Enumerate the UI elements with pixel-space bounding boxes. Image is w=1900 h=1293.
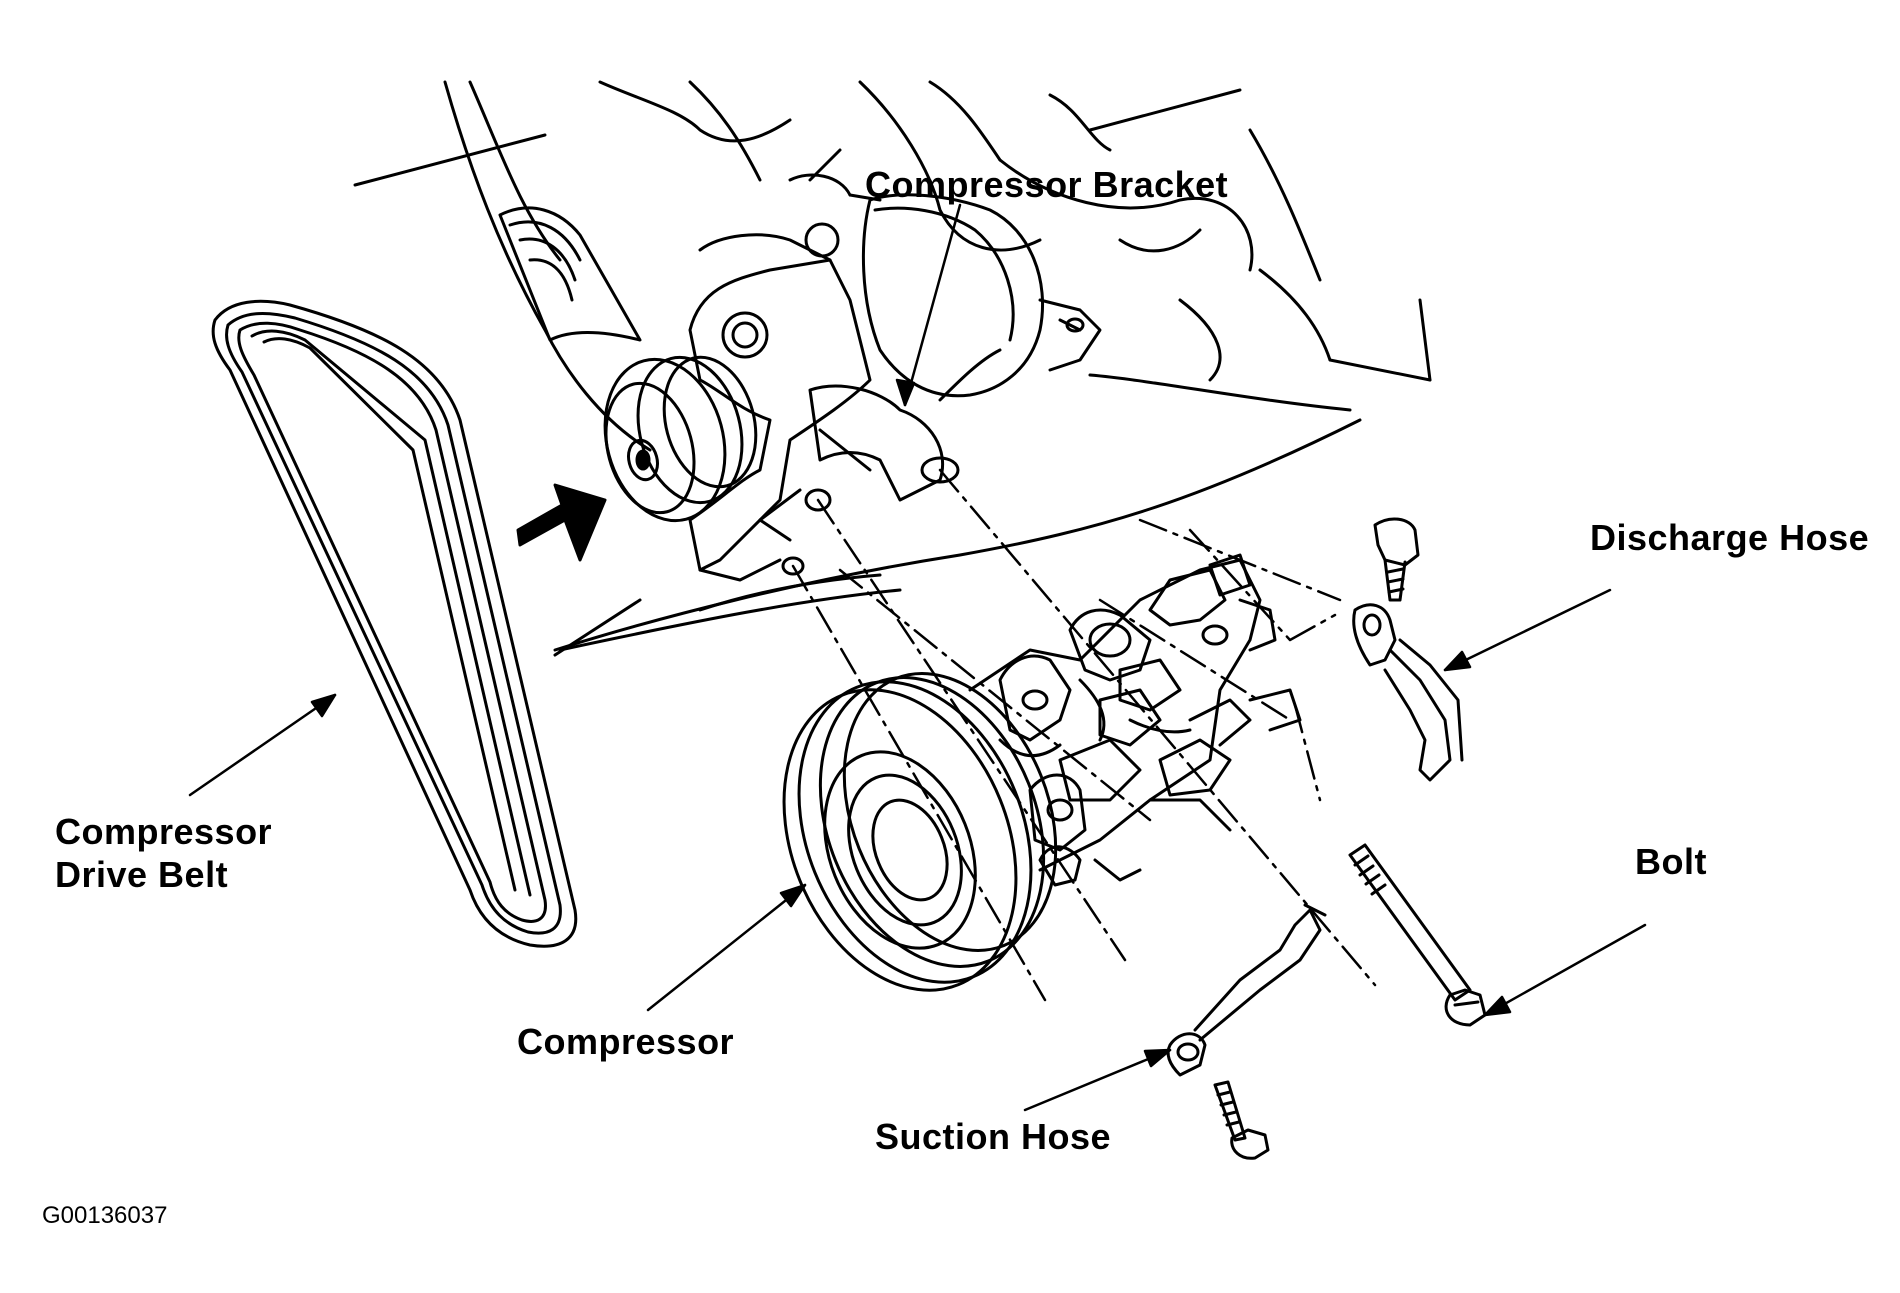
idler-pulley	[603, 355, 758, 523]
mounting-centerlines	[791, 468, 1377, 1002]
discharge-hose-bolt	[1373, 517, 1420, 602]
compressor	[782, 553, 1302, 992]
label-suction-hose: Suction Hose	[875, 1116, 1112, 1157]
label-drive-belt-line2: Drive Belt	[55, 854, 229, 895]
suction-hose-bolt	[1213, 1080, 1270, 1160]
direction-arrow	[516, 483, 607, 562]
mounting-bolt	[1348, 843, 1487, 1027]
label-compressor-bracket: Compressor Bracket	[865, 164, 1229, 205]
discharge-hose	[1352, 603, 1464, 782]
label-bolt: Bolt	[1635, 841, 1707, 882]
figure-code: G00136037	[42, 1202, 168, 1229]
compressor-bracket	[688, 148, 1102, 582]
leader-lines	[188, 203, 1647, 1112]
engine-block	[353, 80, 1432, 657]
label-discharge-hose: Discharge Hose	[1590, 517, 1870, 558]
crank-pulley	[498, 206, 642, 342]
label-compressor: Compressor	[517, 1021, 735, 1062]
label-drive-belt-line1: Compressor	[55, 811, 273, 852]
suction-hose	[1166, 903, 1327, 1077]
compressor-drive-belt	[211, 299, 578, 948]
